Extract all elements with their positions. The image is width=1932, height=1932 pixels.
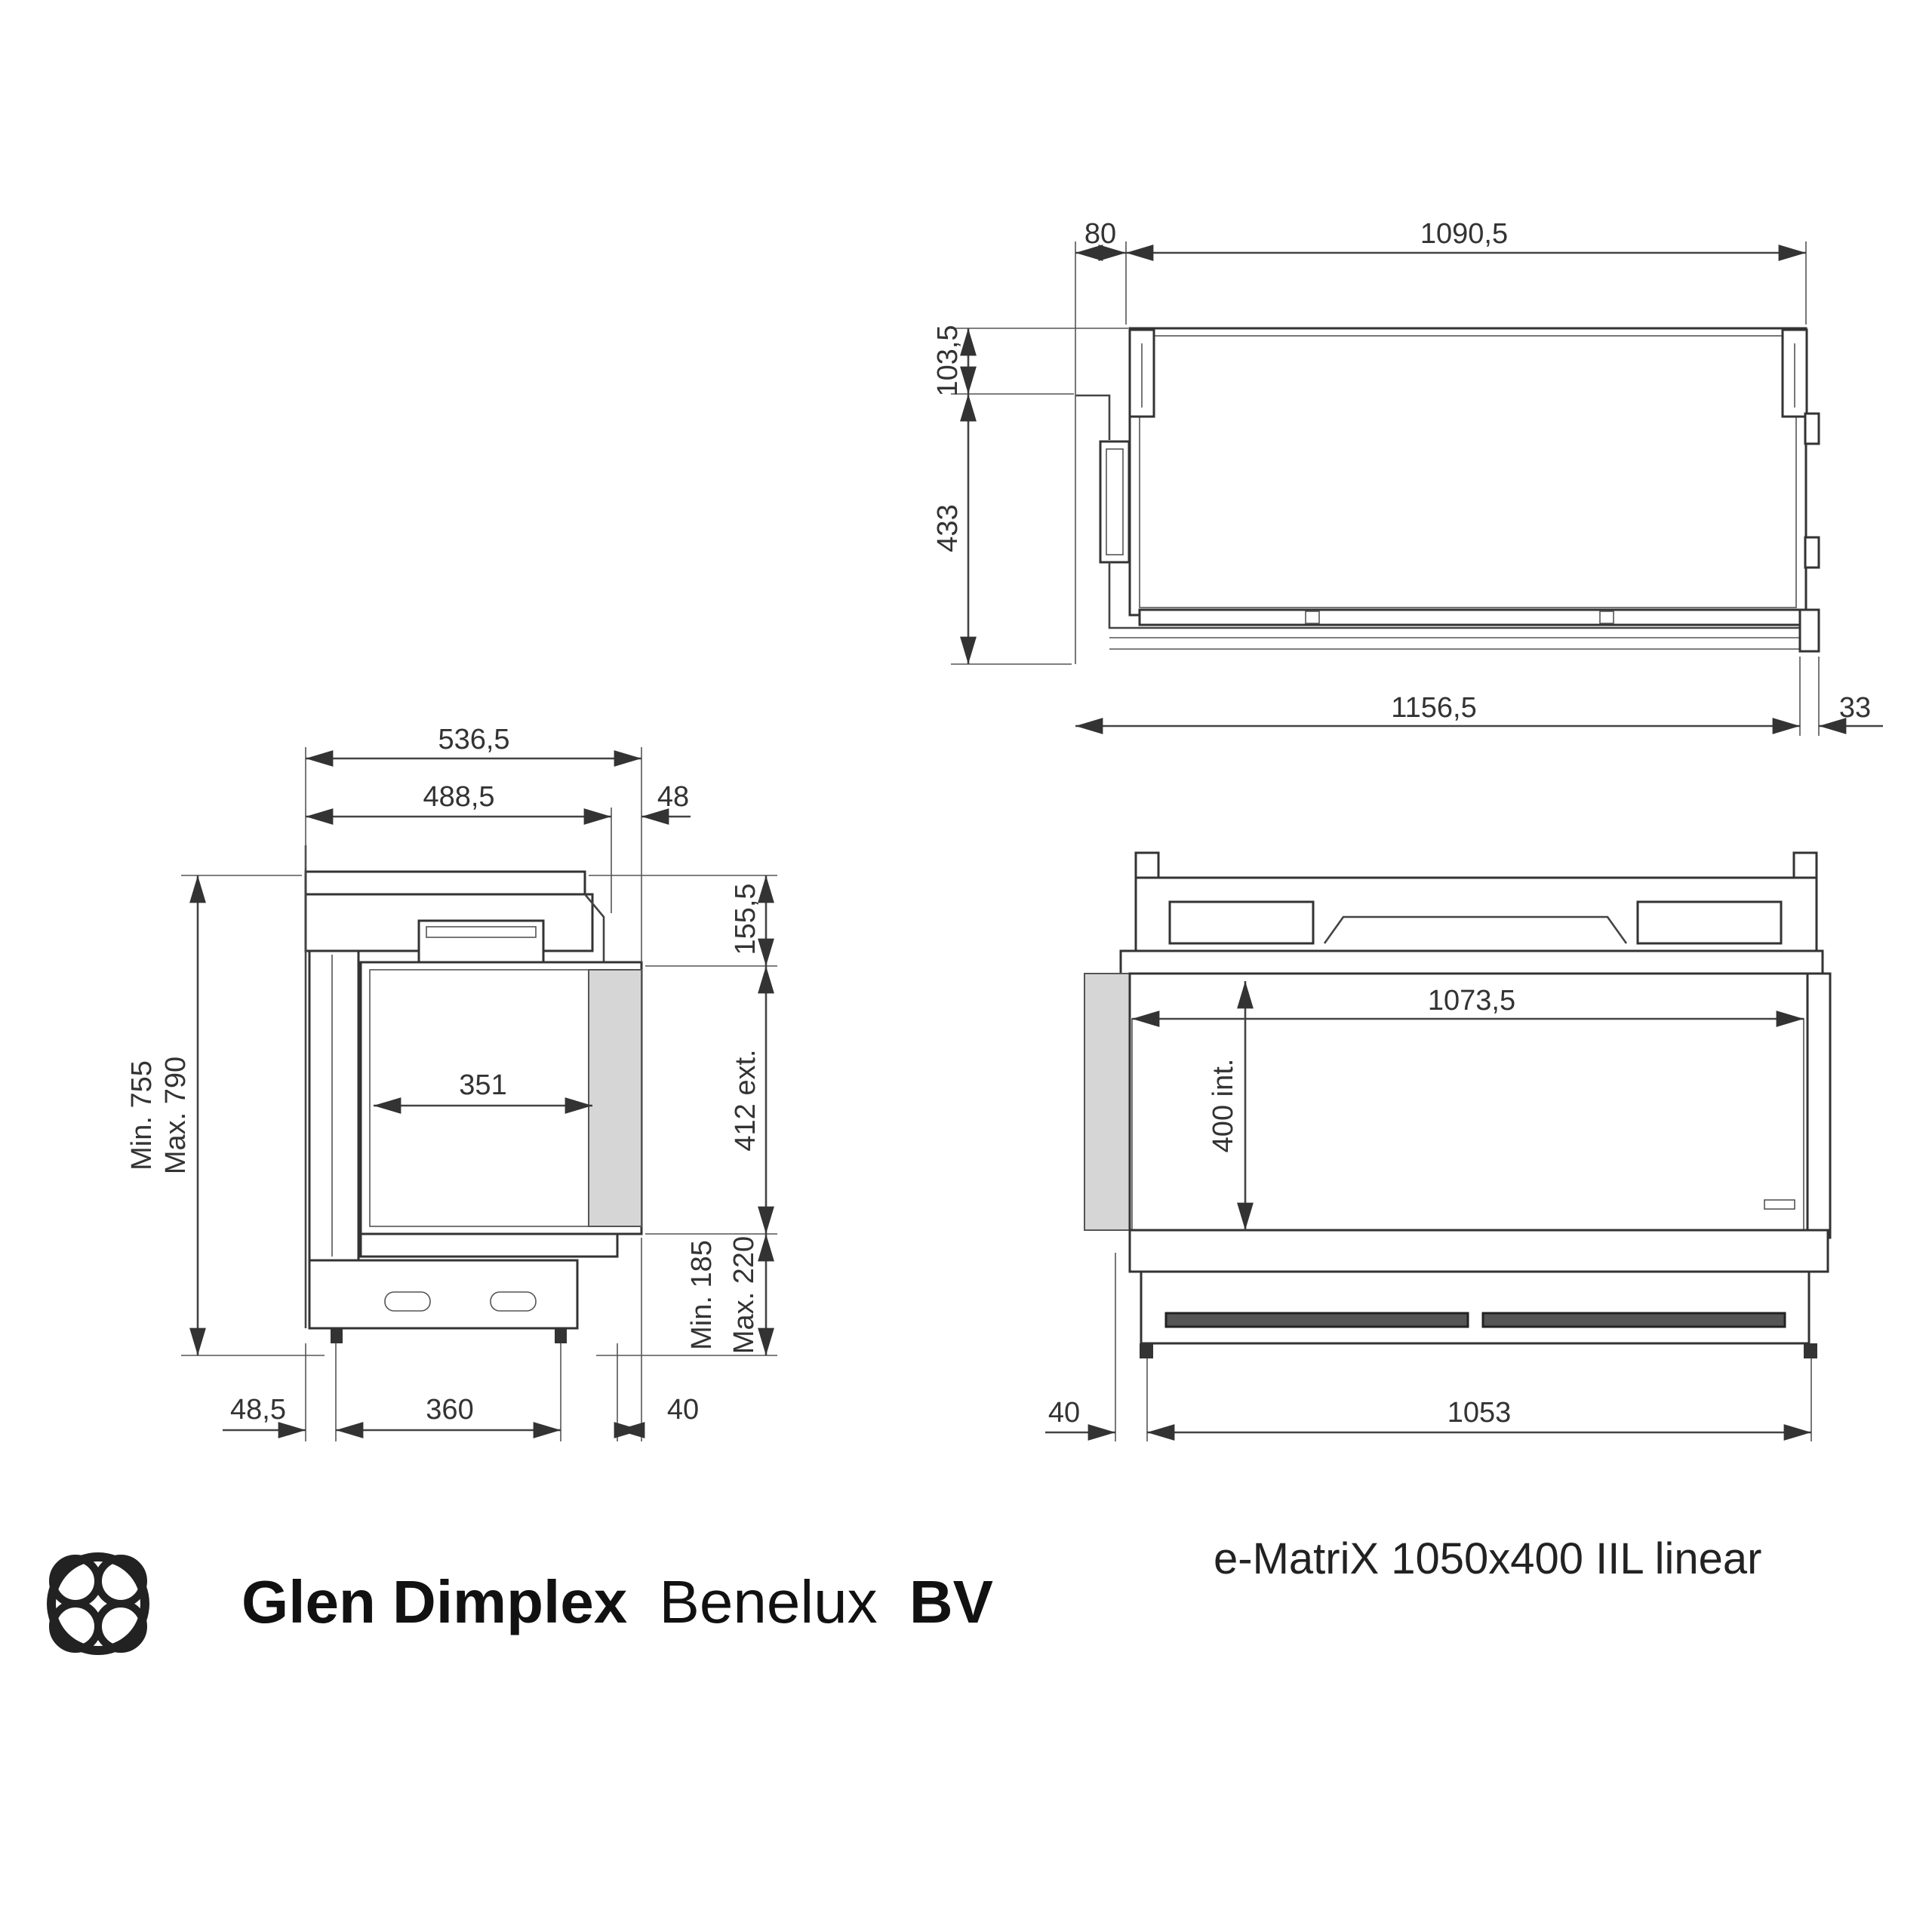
front-dim-foot-span: 1053 [1447, 1397, 1512, 1429]
brand-name-part3: BV [909, 1568, 993, 1635]
top-dim-width: 1090,5 [1420, 218, 1508, 250]
brand-name: Glen Dimplex Benelux BV [242, 1568, 993, 1635]
front-dim-opening-width: 1073,5 [1428, 985, 1515, 1017]
side-dim-base-max: Max. 220 [728, 1236, 760, 1354]
front-dim-left-foot: 40 [1048, 1397, 1080, 1429]
top-dim-left-small: 103,5 [932, 325, 964, 396]
side-dim-height-min: Min. 755 [126, 1060, 158, 1171]
side-dim-height-max: Max. 790 [160, 1057, 192, 1174]
side-dim-foot-span: 360 [426, 1394, 473, 1426]
side-dim-opening-ext: 412 ext. [730, 1049, 761, 1151]
top-dim-right-offset: 33 [1839, 692, 1871, 724]
celtic-knot-logo [47, 1552, 149, 1655]
model-name: e-MatriX 1050x400 IIL linear [1214, 1534, 1761, 1583]
side-view: 536,5 488,5 48 351 Min. 755 Max. 790 155… [126, 724, 777, 1441]
front-dim-opening-int: 400 int. [1208, 1059, 1239, 1153]
side-dim-foot-left: 48,5 [230, 1394, 286, 1426]
side-dim-inner-width: 488,5 [423, 781, 494, 813]
top-dim-depth: 433 [932, 504, 964, 552]
side-dim-right-offset: 48 [657, 781, 689, 813]
brand-name-part1: Glen Dimplex [242, 1568, 627, 1635]
top-dim-overall-width: 1156,5 [1391, 692, 1476, 724]
side-dim-foot-right: 40 [667, 1394, 699, 1426]
front-view: 1073,5 400 int. 40 1053 [1045, 851, 1832, 1441]
top-view: 80 1090,5 103,5 433 1156,5 33 [932, 218, 1883, 736]
brand-name-part2: Benelux [659, 1568, 877, 1635]
side-dim-top-right: 155,5 [730, 883, 761, 955]
side-dim-glass-depth: 351 [459, 1069, 506, 1101]
side-dim-outer-width: 536,5 [438, 724, 509, 755]
top-dim-left-offset: 80 [1084, 218, 1116, 250]
side-dim-base-min: Min. 185 [686, 1240, 718, 1350]
